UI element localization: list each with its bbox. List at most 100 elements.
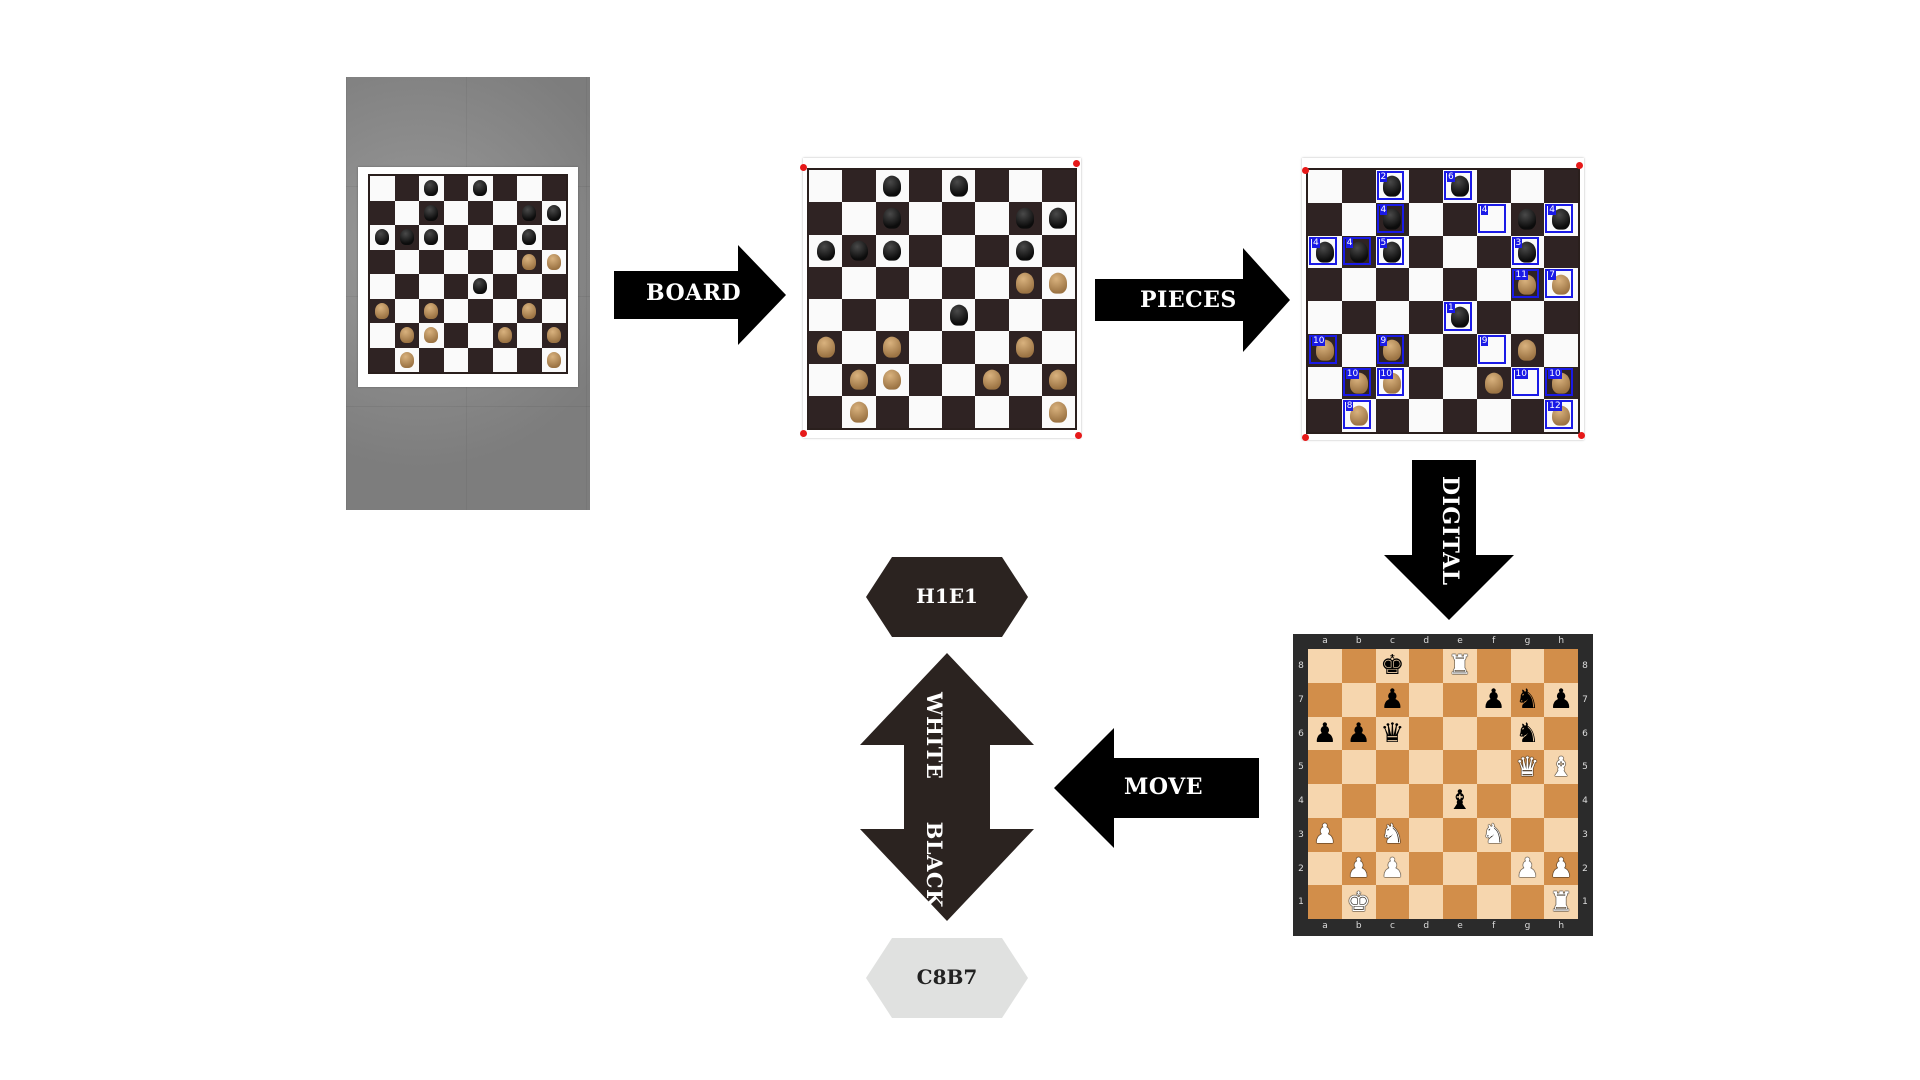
board-square — [468, 200, 493, 225]
digital-square — [1443, 817, 1477, 852]
board-square — [370, 274, 395, 299]
label-pieces: PIECES — [1140, 287, 1237, 313]
board-square — [492, 176, 517, 201]
board-square — [1041, 170, 1075, 203]
digital-square — [1409, 682, 1443, 717]
board-square — [492, 225, 517, 250]
black-piece-icon: ♟ — [1312, 717, 1337, 749]
board-square — [908, 395, 942, 428]
board-square — [1008, 363, 1042, 396]
board-square — [875, 331, 909, 364]
file-coordinate: h — [1558, 636, 1565, 646]
black-piece — [473, 180, 488, 197]
board-square — [492, 200, 517, 225]
detection-label: 7 — [1548, 270, 1556, 281]
black-piece — [1016, 208, 1035, 229]
black-piece — [546, 204, 561, 221]
move-white-label: H1E1 — [916, 584, 978, 608]
digital-square — [1510, 885, 1545, 919]
white-piece — [546, 351, 561, 368]
board-square — [419, 274, 444, 299]
board-square — [541, 274, 566, 299]
label-move: MOVE — [1124, 774, 1203, 800]
board-square — [541, 176, 566, 201]
board-square — [908, 202, 942, 235]
board-square — [875, 234, 909, 267]
board-square — [394, 298, 419, 323]
board-square — [443, 274, 468, 299]
board-square — [468, 347, 493, 372]
file-coordinate: a — [1322, 636, 1328, 646]
black-piece — [883, 208, 902, 229]
file-coordinate: d — [1423, 636, 1430, 646]
detection-bbox: 1 — [1444, 302, 1472, 331]
black-piece — [1016, 240, 1035, 261]
black-piece-icon: ♞ — [1515, 717, 1540, 749]
detection-bbox: 10 — [1545, 367, 1573, 397]
board-square — [468, 249, 493, 274]
digital-square — [1544, 716, 1578, 751]
detection-bbox: 10 — [1342, 367, 1371, 397]
digital-square: ♞ — [1510, 716, 1545, 751]
white-piece — [1016, 337, 1035, 358]
board-square — [1476, 301, 1511, 334]
board-square — [809, 170, 843, 203]
black-piece — [1450, 176, 1469, 197]
board-square — [1476, 235, 1511, 269]
board-square — [975, 266, 1009, 299]
board-square — [908, 234, 942, 267]
black-piece-icon: ♟ — [1549, 684, 1574, 716]
board-square — [517, 298, 542, 323]
board-square — [1409, 202, 1443, 236]
board-square — [908, 331, 942, 364]
digital-square: ♜ — [1544, 885, 1578, 919]
arrow-digital — [1384, 460, 1514, 620]
board-square — [809, 299, 843, 332]
black-piece — [1383, 208, 1402, 230]
white-piece-icon: ♚ — [1346, 886, 1371, 918]
board-square — [908, 299, 942, 332]
board-square — [1341, 268, 1376, 301]
white-piece — [424, 302, 439, 319]
board-square — [370, 176, 395, 201]
board-square — [419, 347, 444, 372]
board-square — [394, 274, 419, 299]
detection-bbox: 3 — [1511, 236, 1540, 266]
digital-square — [1544, 784, 1578, 818]
board-square — [419, 298, 444, 323]
board-square — [370, 200, 395, 225]
board-square — [1510, 333, 1545, 367]
digital-square — [1308, 682, 1342, 717]
board-square — [842, 363, 876, 396]
move-black-label: C8B7 — [916, 965, 978, 989]
black-piece-icon: ♟ — [1380, 684, 1405, 716]
board-square — [517, 225, 542, 250]
turn-labels: WHITE BLACK — [922, 692, 947, 908]
board-square — [394, 200, 419, 225]
white-piece — [399, 351, 414, 368]
detection-bbox: 2 — [1376, 171, 1405, 200]
turn-black-label: BLACK — [922, 821, 947, 908]
warped-board — [800, 158, 1082, 439]
digital-square — [1510, 817, 1545, 852]
digital-square — [1308, 851, 1342, 886]
detection-bbox: 4 — [1545, 203, 1573, 233]
black-piece-icon: ♛ — [1380, 717, 1405, 749]
board-square — [394, 225, 419, 250]
board-square — [875, 395, 909, 428]
black-piece — [1315, 241, 1334, 263]
black-piece — [849, 240, 868, 261]
board-square — [1409, 301, 1443, 334]
digital-square — [1510, 649, 1545, 683]
board-square — [443, 323, 468, 348]
digital-square — [1409, 817, 1443, 852]
detection-label: 10 — [1514, 368, 1528, 379]
white-piece — [399, 327, 414, 344]
detection-bbox: 8 — [1342, 400, 1371, 429]
digital-square: ♟ — [1375, 851, 1410, 886]
black-piece — [1552, 208, 1571, 230]
black-piece — [399, 229, 414, 246]
board-square — [975, 170, 1009, 203]
white-piece — [1349, 405, 1368, 426]
board-square — [1308, 366, 1342, 400]
